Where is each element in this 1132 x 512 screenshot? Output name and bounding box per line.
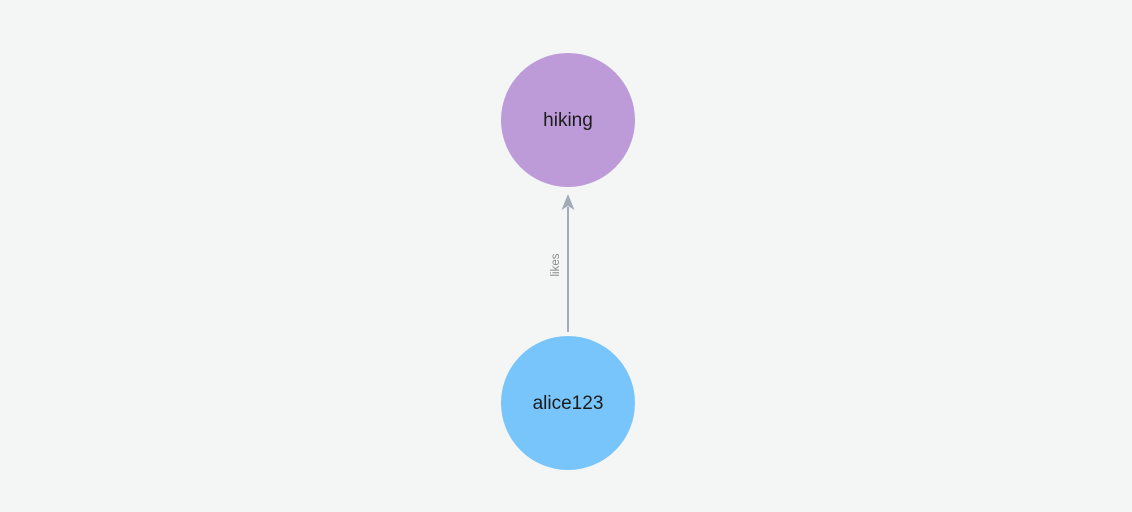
node-circle-alice123[interactable] bbox=[501, 336, 635, 470]
edge-arrowhead-likes bbox=[561, 194, 575, 210]
graph-edge-likes[interactable]: likes bbox=[550, 194, 575, 332]
graph-node-alice123[interactable]: alice123 bbox=[501, 336, 635, 470]
edge-label-likes: likes bbox=[550, 253, 562, 276]
graph-node-hiking[interactable]: hiking bbox=[501, 53, 635, 187]
node-label-hiking: hiking bbox=[543, 110, 593, 131]
node-circle-hiking[interactable] bbox=[501, 53, 635, 187]
node-label-alice123: alice123 bbox=[533, 393, 604, 414]
